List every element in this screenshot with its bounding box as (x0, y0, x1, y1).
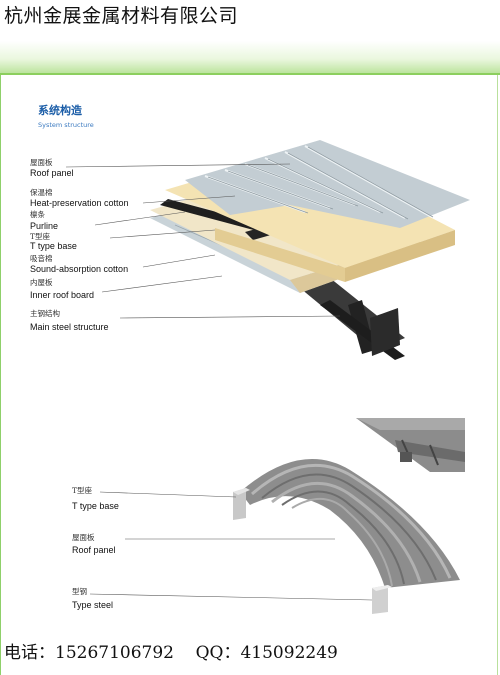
label-t-base-cn: T型座 (30, 232, 51, 241)
label-sound-cotton-en: Sound-absorption cotton (30, 264, 129, 274)
qq-label: QQ： (195, 643, 241, 663)
label-type-steel-cn: 型钢 (72, 587, 87, 596)
qq-number: 415092249 (240, 643, 338, 663)
arched-roof-panel (240, 459, 460, 588)
label-roof-panel2-en: Roof panel (72, 545, 116, 555)
phone-label: 电话： (4, 643, 55, 663)
roof-panel (185, 140, 470, 228)
type-steel-right (372, 585, 388, 614)
label-roof-panel2-cn: 屋面板 (72, 533, 95, 542)
header-band (0, 0, 500, 74)
header-divider (0, 73, 500, 75)
label-t-base-en: T type base (30, 241, 77, 251)
contact-footer: 电话：15267106792 QQ：415092249 (4, 638, 338, 663)
section-title-cn: 系统构造 (38, 104, 82, 117)
section-title-en: System structure (38, 121, 94, 129)
label-inner-board-en: Inner roof board (30, 290, 95, 300)
label-type-steel-en: Type steel (72, 600, 114, 610)
company-name: 杭州金展金属材料有限公司 (4, 5, 239, 27)
label-main-steel-en: Main steel structure (30, 322, 109, 332)
label-inner-board-cn: 内屋板 (30, 278, 53, 287)
label-main-steel-cn: 主钢结构 (30, 309, 60, 318)
label-purline-cn: 檩条 (30, 210, 45, 219)
label-sound-cotton-cn: 吸音棉 (30, 254, 53, 263)
label-roof-panel-cn: 屋面板 (30, 158, 53, 167)
panel-closeup-inset (356, 418, 465, 472)
label-heat-cotton-en: Heat-preservation cotton (30, 198, 129, 208)
label-heat-cotton-cn: 保温棉 (30, 188, 53, 197)
t-base-left (233, 488, 246, 520)
label-t-base2-cn: T型座 (72, 486, 93, 495)
phone-number: 15267106792 (55, 643, 174, 663)
label-purline-en: Purline (30, 221, 59, 231)
label-t-base2-en: T type base (72, 501, 119, 511)
label-roof-panel-en: Roof panel (30, 168, 74, 178)
main-steel-beam (300, 278, 405, 360)
